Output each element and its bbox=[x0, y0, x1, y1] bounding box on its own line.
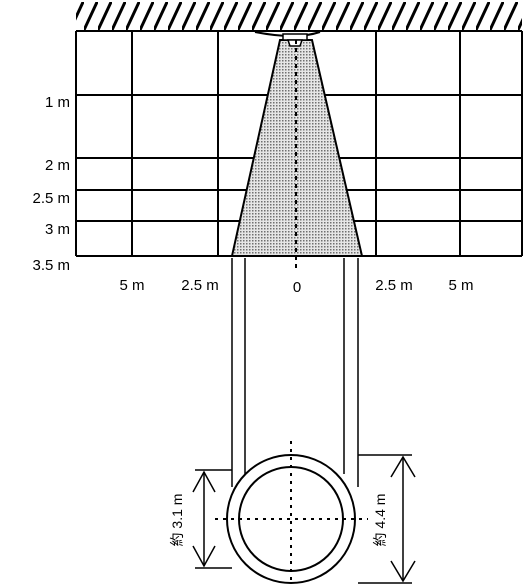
height-labels: 1 m 2 m 2.5 m 3 m 3.5 m bbox=[32, 94, 70, 274]
outer-diameter-dimension bbox=[358, 454, 416, 584]
projection-lines bbox=[231, 258, 359, 487]
outer-coverage-circle bbox=[226, 454, 356, 584]
crosshair bbox=[215, 441, 368, 585]
height-label-3-5m: 3.5 m bbox=[32, 257, 70, 274]
inner-diameter-label: 約 3.1 m bbox=[169, 494, 185, 547]
width-label-center: 0 bbox=[293, 279, 301, 296]
height-label-2-5m: 2.5 m bbox=[32, 190, 70, 207]
width-label-right-5m: 5 m bbox=[448, 277, 473, 294]
height-label-1m: 1 m bbox=[45, 94, 70, 111]
ceiling-hatch bbox=[76, 2, 522, 32]
width-label-left-5m: 5 m bbox=[119, 277, 144, 294]
outer-diameter-label: 約 4.4 m bbox=[372, 494, 388, 547]
height-label-2m: 2 m bbox=[45, 157, 70, 174]
inner-diameter-dimension bbox=[192, 469, 232, 569]
width-label-right-2-5m: 2.5 m bbox=[375, 277, 413, 294]
height-label-3m: 3 m bbox=[45, 221, 70, 238]
width-labels: 5 m 2.5 m 0 2.5 m 5 m bbox=[119, 277, 473, 296]
width-label-left-2-5m: 2.5 m bbox=[181, 277, 219, 294]
